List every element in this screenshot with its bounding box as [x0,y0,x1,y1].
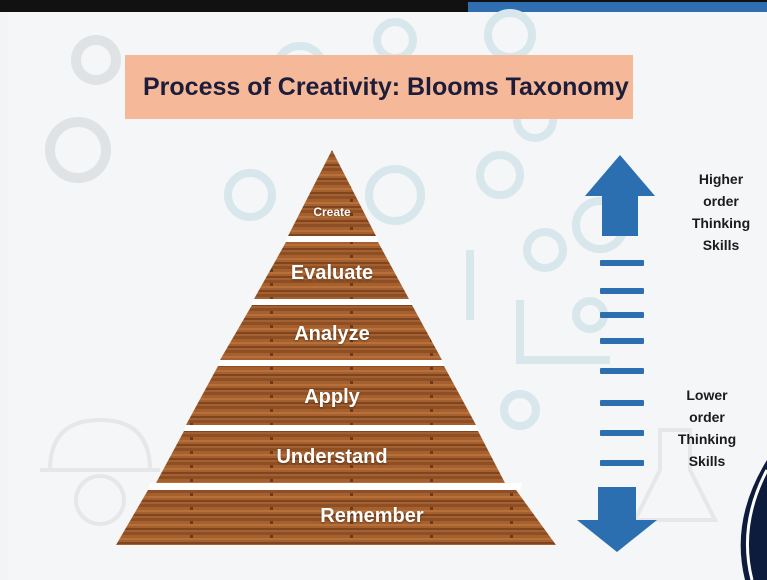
pyramid-level-understand [156,431,505,483]
level-label-apply: Apply [304,386,360,408]
arrow-dash [600,260,644,266]
arrow-dash [600,312,644,318]
arrow-dash [600,338,644,344]
arrow-dash [600,400,644,406]
level-label-create: Create [313,205,351,219]
window-accent-strip [468,2,767,12]
hardhat-icon [40,417,160,526]
pyramid-level-remember [116,490,556,545]
pyramid-level-evaluate [254,242,409,299]
level-label-analyze: Analyze [294,323,370,345]
lab-flask-icon [631,428,719,522]
slide-title: Process of Creativity: Blooms Taxonomy [143,73,629,101]
level-label-evaluate: Evaluate [290,262,374,284]
pyramid-level-create [288,150,376,236]
level-label-understand: Understand [276,446,388,468]
pyramid-level-apply [186,366,476,425]
higher-order-label: Higher order Thinking Skills [691,171,751,253]
level-label-remember: Remember [320,505,424,527]
down-arrow-icon [577,487,657,552]
pyramid-level-analyze [220,305,442,360]
arrow-dash [600,368,644,374]
lower-order-label: Lower order Thinking Skills [677,387,737,469]
arrow-dash [600,288,644,294]
gear-icon [45,35,121,183]
up-arrow-icon [585,155,655,236]
arrow-dash [600,460,644,466]
arrow-dash [600,430,644,436]
title-banner: Process of Creativity: Blooms Taxonomy [125,55,633,119]
